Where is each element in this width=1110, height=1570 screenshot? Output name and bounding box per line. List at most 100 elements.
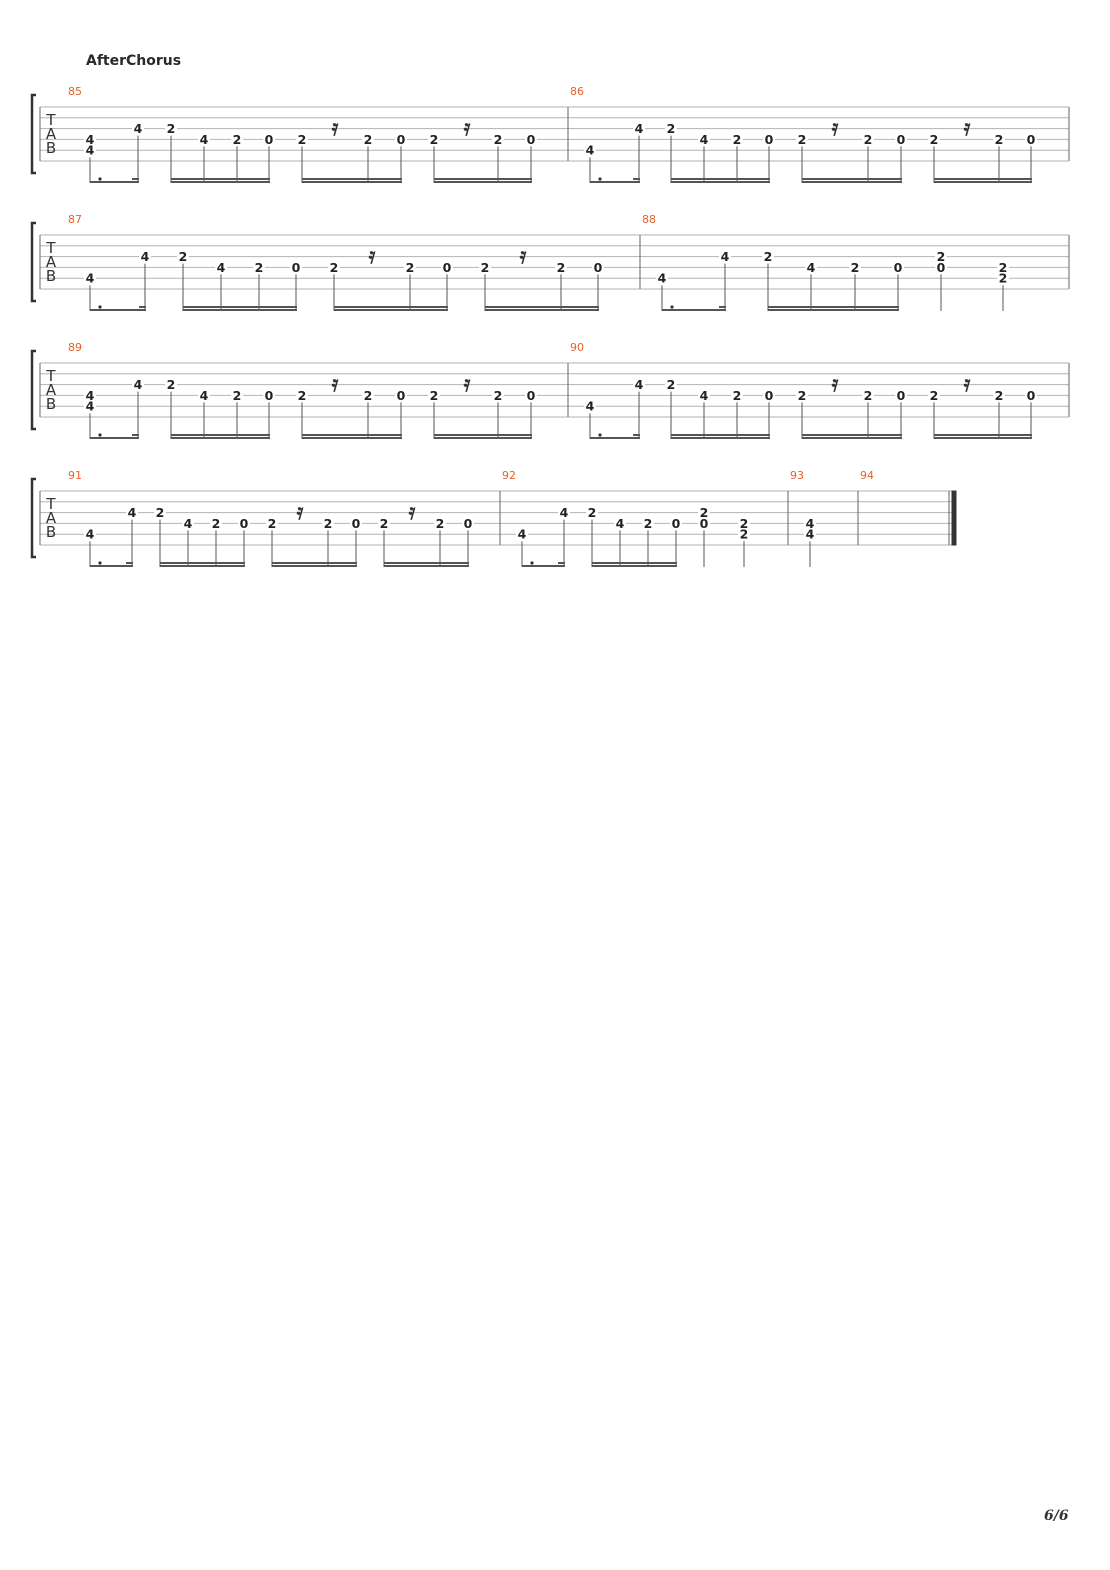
fret-number: 2	[999, 271, 1008, 286]
fret-mask	[698, 517, 710, 530]
fret-mask	[139, 250, 151, 263]
sixteenth-rest: 𝄿	[832, 115, 839, 141]
fret-mask	[993, 133, 1005, 146]
fret-mask	[935, 250, 947, 263]
beam	[671, 181, 770, 183]
fret-mask	[804, 528, 816, 541]
fret-number: 4	[518, 527, 527, 542]
fret-mask	[614, 517, 626, 530]
beam-secondary	[160, 562, 245, 564]
fret-number: 0	[1027, 132, 1036, 147]
fret-mask	[763, 389, 775, 402]
fret-mask	[804, 517, 816, 530]
fret-number: 2	[364, 132, 373, 147]
fret-mask	[462, 517, 474, 530]
fret-mask	[198, 389, 210, 402]
fret-number: 2	[851, 260, 860, 275]
fret-mask	[177, 250, 189, 263]
fret-number: 0	[937, 260, 946, 275]
tab-clef-letter: T	[45, 495, 56, 513]
fret-mask	[492, 389, 504, 402]
fret-number: 2	[156, 505, 165, 520]
fret-mask	[84, 272, 96, 285]
fret-mask	[165, 122, 177, 135]
fret-number: 2	[588, 505, 597, 520]
beam-secondary	[934, 434, 1032, 436]
fret-number: 4	[700, 388, 709, 403]
fret-mask	[1025, 389, 1037, 402]
fret-number: 2	[494, 388, 503, 403]
fret-number: 2	[995, 132, 1004, 147]
fret-number: 2	[406, 260, 415, 275]
bar-number: 89	[68, 341, 82, 354]
fret-number: 2	[233, 388, 242, 403]
system-bracket	[30, 349, 36, 431]
sixteenth-rest: 𝄿	[464, 115, 471, 141]
fret-number: 4	[86, 132, 95, 147]
sixteenth-rest: 𝄿	[297, 499, 304, 525]
tab-clef-letter: T	[45, 367, 56, 385]
fret-number: 2	[481, 260, 490, 275]
fret-mask	[296, 133, 308, 146]
bar-number: 92	[502, 469, 516, 482]
fret-number: 2	[667, 121, 676, 136]
bar-number: 93	[790, 469, 804, 482]
fret-mask	[719, 250, 731, 263]
beam	[662, 309, 726, 311]
beam	[802, 181, 902, 183]
beam-partial	[558, 562, 565, 564]
fret-number: 2	[436, 516, 445, 531]
beam	[183, 309, 297, 311]
fret-number: 0	[594, 260, 603, 275]
beam-secondary	[592, 562, 677, 564]
bar-number: 86	[570, 85, 584, 98]
beam-secondary	[183, 306, 297, 308]
fret-mask	[231, 389, 243, 402]
fret-number: 4	[807, 260, 816, 275]
beam-secondary	[802, 434, 902, 436]
beam	[590, 181, 640, 183]
fret-number: 2	[494, 132, 503, 147]
sixteenth-rest: 𝄿	[409, 499, 416, 525]
fret-mask	[404, 261, 416, 274]
fret-mask	[362, 389, 374, 402]
fret-number: 4	[86, 388, 95, 403]
beam-secondary	[171, 434, 270, 436]
beam-partial	[633, 178, 640, 180]
beam	[671, 437, 770, 439]
dot	[98, 305, 102, 309]
dot	[530, 561, 534, 565]
beam	[272, 565, 357, 567]
beam-partial	[139, 306, 146, 308]
beam	[90, 181, 139, 183]
fret-mask	[928, 133, 940, 146]
beam	[434, 181, 532, 183]
fret-number: 2	[324, 516, 333, 531]
fret-mask	[215, 261, 227, 274]
dot	[98, 177, 102, 181]
fret-mask	[322, 517, 334, 530]
fret-mask	[633, 122, 645, 135]
fret-mask	[525, 133, 537, 146]
beam-secondary	[334, 306, 448, 308]
fret-mask	[132, 122, 144, 135]
fret-number: 4	[86, 399, 95, 414]
beam	[934, 181, 1032, 183]
fret-mask	[266, 517, 278, 530]
fret-number: 4	[806, 516, 815, 531]
tab-clef-letter: B	[46, 139, 56, 157]
fret-mask	[290, 261, 302, 274]
beam-secondary	[384, 562, 469, 564]
beam	[90, 565, 133, 567]
fret-mask	[805, 261, 817, 274]
page-number: 6/6	[1044, 1508, 1069, 1524]
fret-number: 0	[352, 516, 361, 531]
fret-mask	[862, 133, 874, 146]
fret-number: 4	[141, 249, 150, 264]
fret-mask	[198, 133, 210, 146]
fret-number: 2	[864, 388, 873, 403]
beam	[334, 309, 448, 311]
fret-mask	[428, 133, 440, 146]
fret-number: 4	[200, 388, 209, 403]
